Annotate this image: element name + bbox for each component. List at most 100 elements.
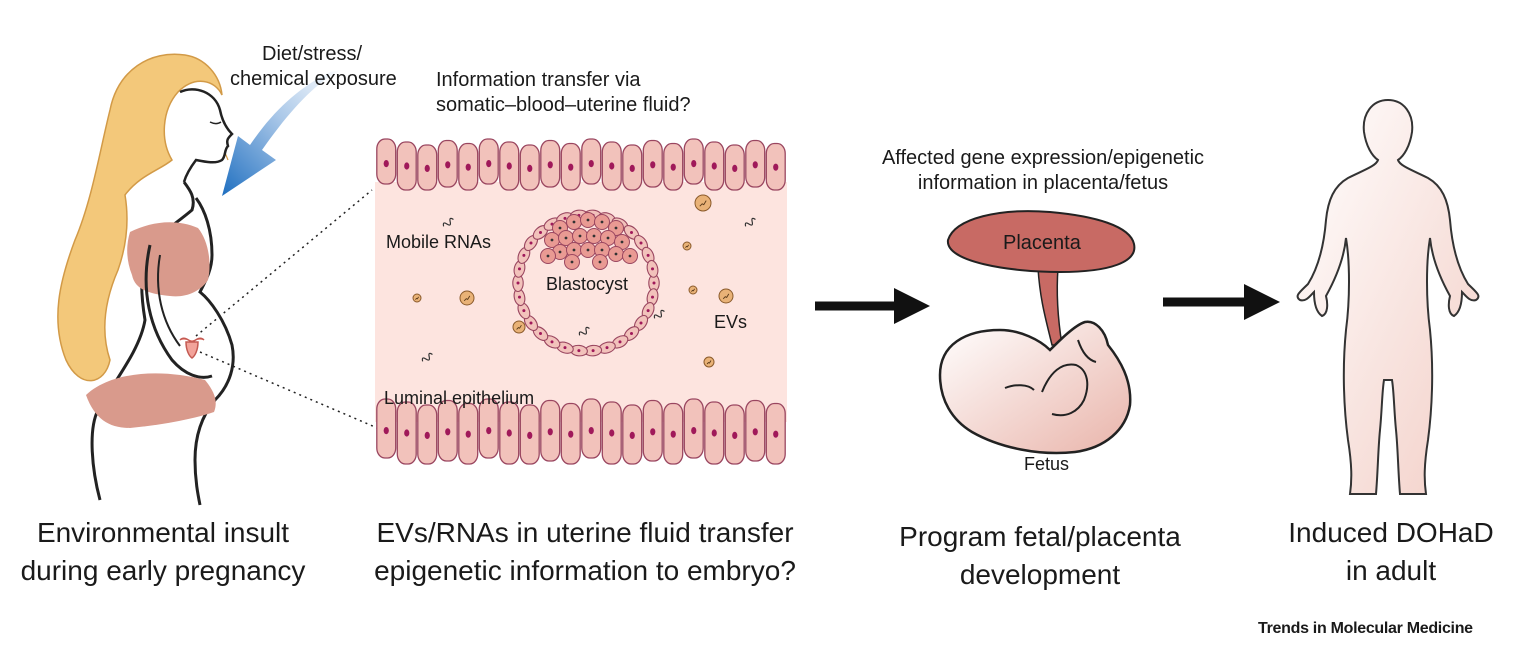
epithelium-top (376, 138, 786, 191)
cell-nucleus (614, 226, 618, 230)
cell-nucleus (606, 236, 610, 240)
cell-nucleus (670, 430, 676, 438)
top-garment (127, 222, 210, 297)
arm (144, 244, 213, 379)
connector-lower (199, 351, 383, 431)
extracellular-vesicles (412, 194, 734, 368)
rna-strand (653, 309, 665, 319)
cell-nucleus (506, 162, 512, 170)
cell-nucleus (588, 160, 594, 168)
caption-dohad: Induced DOHaD in adult (1266, 514, 1516, 590)
cell-nucleus (538, 230, 542, 234)
cell-nucleus (614, 252, 618, 256)
caption-insult-line2: during early pregnancy (20, 555, 306, 586)
cell-nucleus (639, 321, 643, 325)
blastocyst (512, 209, 660, 357)
label-exposure: Diet/stress/ chemical exposure (230, 42, 397, 92)
cell-nucleus (586, 218, 590, 222)
cell-nucleus (424, 431, 430, 439)
cell-nucleus (538, 332, 542, 336)
cell-nucleus (563, 346, 567, 350)
exposure-arrow (222, 70, 342, 196)
cell-nucleus (465, 430, 471, 438)
caption-dohad-line2: in adult (1345, 555, 1437, 586)
cell-nucleus (404, 162, 410, 170)
cell-nucleus (711, 429, 717, 437)
cell-nucleus (568, 163, 574, 171)
ev-vesicle (694, 194, 712, 212)
caption-program-line1: Program fetal/placenta (899, 521, 1181, 552)
label-affected-line2: information in placenta/fetus (917, 172, 1169, 194)
cell-nucleus (522, 253, 526, 257)
connector-upper (195, 189, 373, 337)
adult-silhouette (1296, 98, 1480, 495)
umbilical-cord (1037, 267, 1063, 346)
placenta-shape (946, 210, 1136, 274)
caption-program: Program fetal/placenta development (870, 518, 1210, 594)
label-blastocyst: Blastocyst (546, 274, 629, 294)
cell-nucleus (404, 429, 410, 437)
cell-nucleus (516, 281, 520, 285)
cell-nucleus (383, 427, 389, 435)
cell-nucleus (383, 160, 389, 168)
cell-nucleus (773, 163, 779, 171)
ev-cargo-rna (516, 324, 522, 330)
label-transfer-line2: somatic–blood–uterine fluid? (436, 94, 691, 116)
cell-nucleus (652, 281, 656, 285)
ev-vesicle (459, 290, 475, 306)
placenta-fetus-illustration (938, 210, 1136, 455)
rna-strand (421, 352, 433, 362)
cell-nucleus (570, 260, 574, 264)
cell-nucleus (550, 340, 554, 344)
cell-nucleus (691, 160, 697, 168)
cell-nucleus (651, 295, 655, 299)
ev-cargo-rna (706, 360, 712, 365)
journal-brand: Trends in Molecular Medicine (1258, 620, 1473, 637)
cell-nucleus (620, 240, 624, 244)
caption-insult-line1: Environmental insult (36, 517, 290, 548)
cell-nucleus (558, 226, 562, 230)
label-fetus: Fetus (1024, 454, 1070, 474)
cell-nucleus (630, 332, 634, 336)
cell-nucleus (600, 220, 604, 224)
rna-strand (442, 217, 454, 227)
ev-cargo-rna (722, 293, 730, 300)
label-affected-line1: Affected gene expression/epigenetic (881, 147, 1205, 169)
cell-nucleus (517, 267, 521, 271)
cell-nucleus (486, 160, 492, 168)
cell-nucleus (445, 161, 451, 169)
label-transfer: Information transfer via somatic–blood–u… (436, 68, 691, 118)
bottom-garment (86, 373, 216, 428)
fetus-body (938, 320, 1132, 455)
cell-nucleus (586, 248, 590, 252)
cell-nucleus (527, 164, 533, 172)
caption-dohad-line1: Induced DOHaD (1288, 517, 1494, 548)
cell-nucleus (646, 253, 650, 257)
cell-nucleus (517, 295, 521, 299)
hair (57, 53, 223, 382)
cell-nucleus (564, 236, 568, 240)
ev-vesicle (412, 293, 422, 303)
cell-nucleus (445, 428, 451, 436)
caption-program-line2: development (959, 559, 1121, 590)
cell-nucleus (572, 248, 576, 252)
ev-vesicle (688, 285, 698, 295)
cell-nucleus (558, 250, 562, 254)
cell-nucleus (546, 254, 550, 258)
cell-nucleus (711, 162, 717, 170)
cell-nucleus (629, 164, 635, 172)
cell-nucleus (752, 161, 758, 169)
cell-nucleus (588, 427, 594, 435)
cell-nucleus (646, 309, 650, 313)
cell-nucleus (773, 430, 779, 438)
ev-vesicle (718, 288, 734, 304)
cell-nucleus (424, 164, 430, 172)
ev-cargo-rna (691, 288, 695, 292)
cell-nucleus (605, 346, 609, 350)
cell-nucleus (529, 321, 533, 325)
face (179, 88, 234, 183)
label-placenta: Placenta (1003, 232, 1081, 254)
caption-insult: Environmental insult during early pregna… (4, 514, 322, 590)
ev-vesicle (682, 241, 692, 251)
